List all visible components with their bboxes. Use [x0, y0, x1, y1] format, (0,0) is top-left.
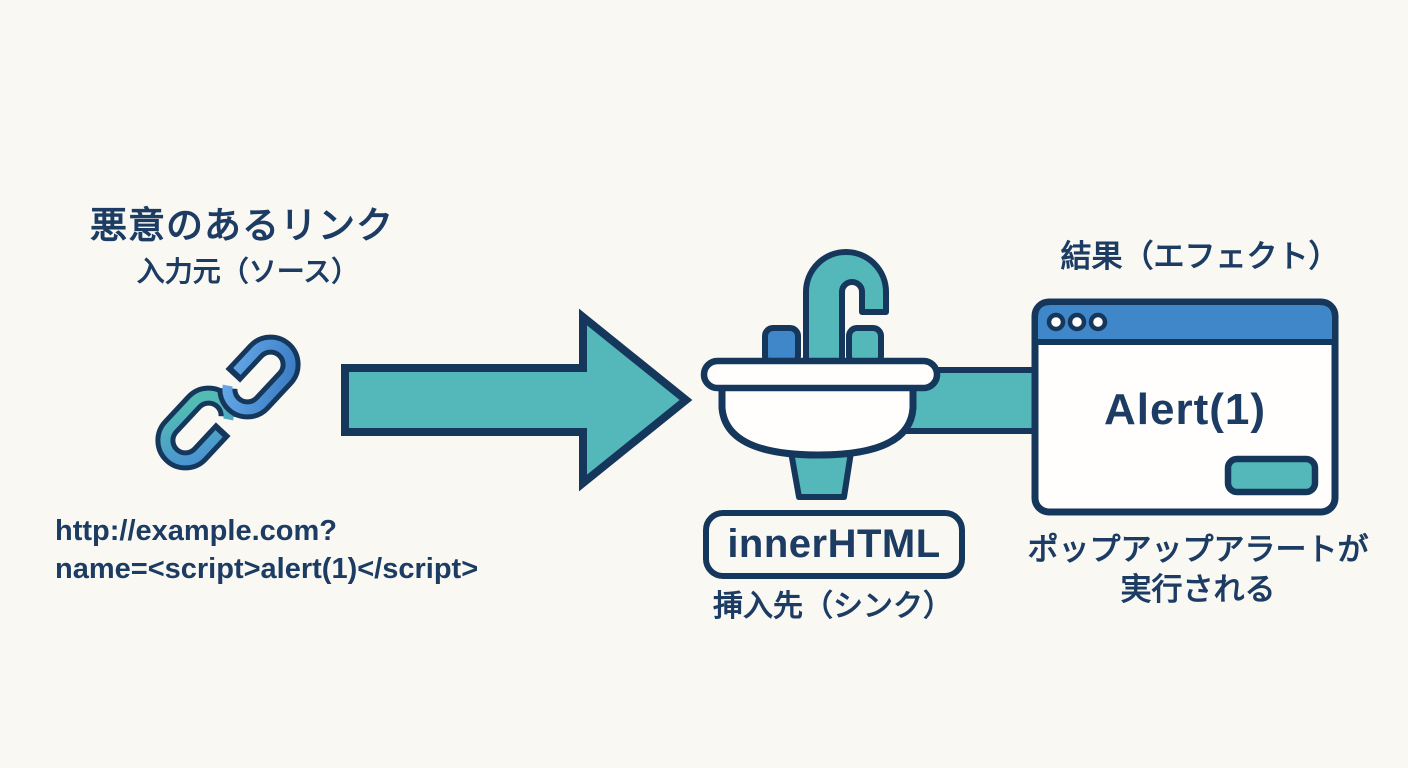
sink-drain — [788, 449, 854, 500]
popup-caption-line1: ポップアップアラートが — [1027, 532, 1369, 567]
sink-faucet-icon — [700, 249, 941, 500]
result-title: 結果（エフェクト） — [1060, 239, 1340, 274]
alert-text: Alert(1) — [1103, 385, 1267, 434]
alert-ok-button[interactable] — [1224, 455, 1319, 496]
sink-caption: 挿入先（シンク） — [713, 590, 953, 623]
innerhtml-box: innerHTML — [703, 510, 965, 579]
window-title-bar — [1032, 299, 1338, 345]
malicious-url: http://example.com? name=<script>alert(1)… — [55, 512, 615, 588]
chain-link-icon — [155, 334, 301, 471]
url-line2: name=<script>alert(1)</script> — [55, 553, 479, 585]
sink-rim — [700, 357, 941, 392]
faucet-spout — [803, 249, 889, 369]
malicious-link-title: 悪意のあるリンク — [90, 205, 394, 246]
window-controls-dots — [1046, 312, 1108, 332]
flow-arrow-icon — [341, 308, 693, 492]
popup-caption: ポップアップアラートが実行される — [1013, 530, 1383, 610]
url-line1: http://example.com? — [55, 515, 337, 547]
sink-bowl — [718, 380, 917, 459]
popup-caption-line2: 実行される — [1120, 572, 1276, 607]
innerhtml-label: innerHTML — [727, 522, 941, 566]
browser-window-icon — [1031, 298, 1339, 516]
source-label: 入力元（ソース） — [136, 256, 360, 287]
